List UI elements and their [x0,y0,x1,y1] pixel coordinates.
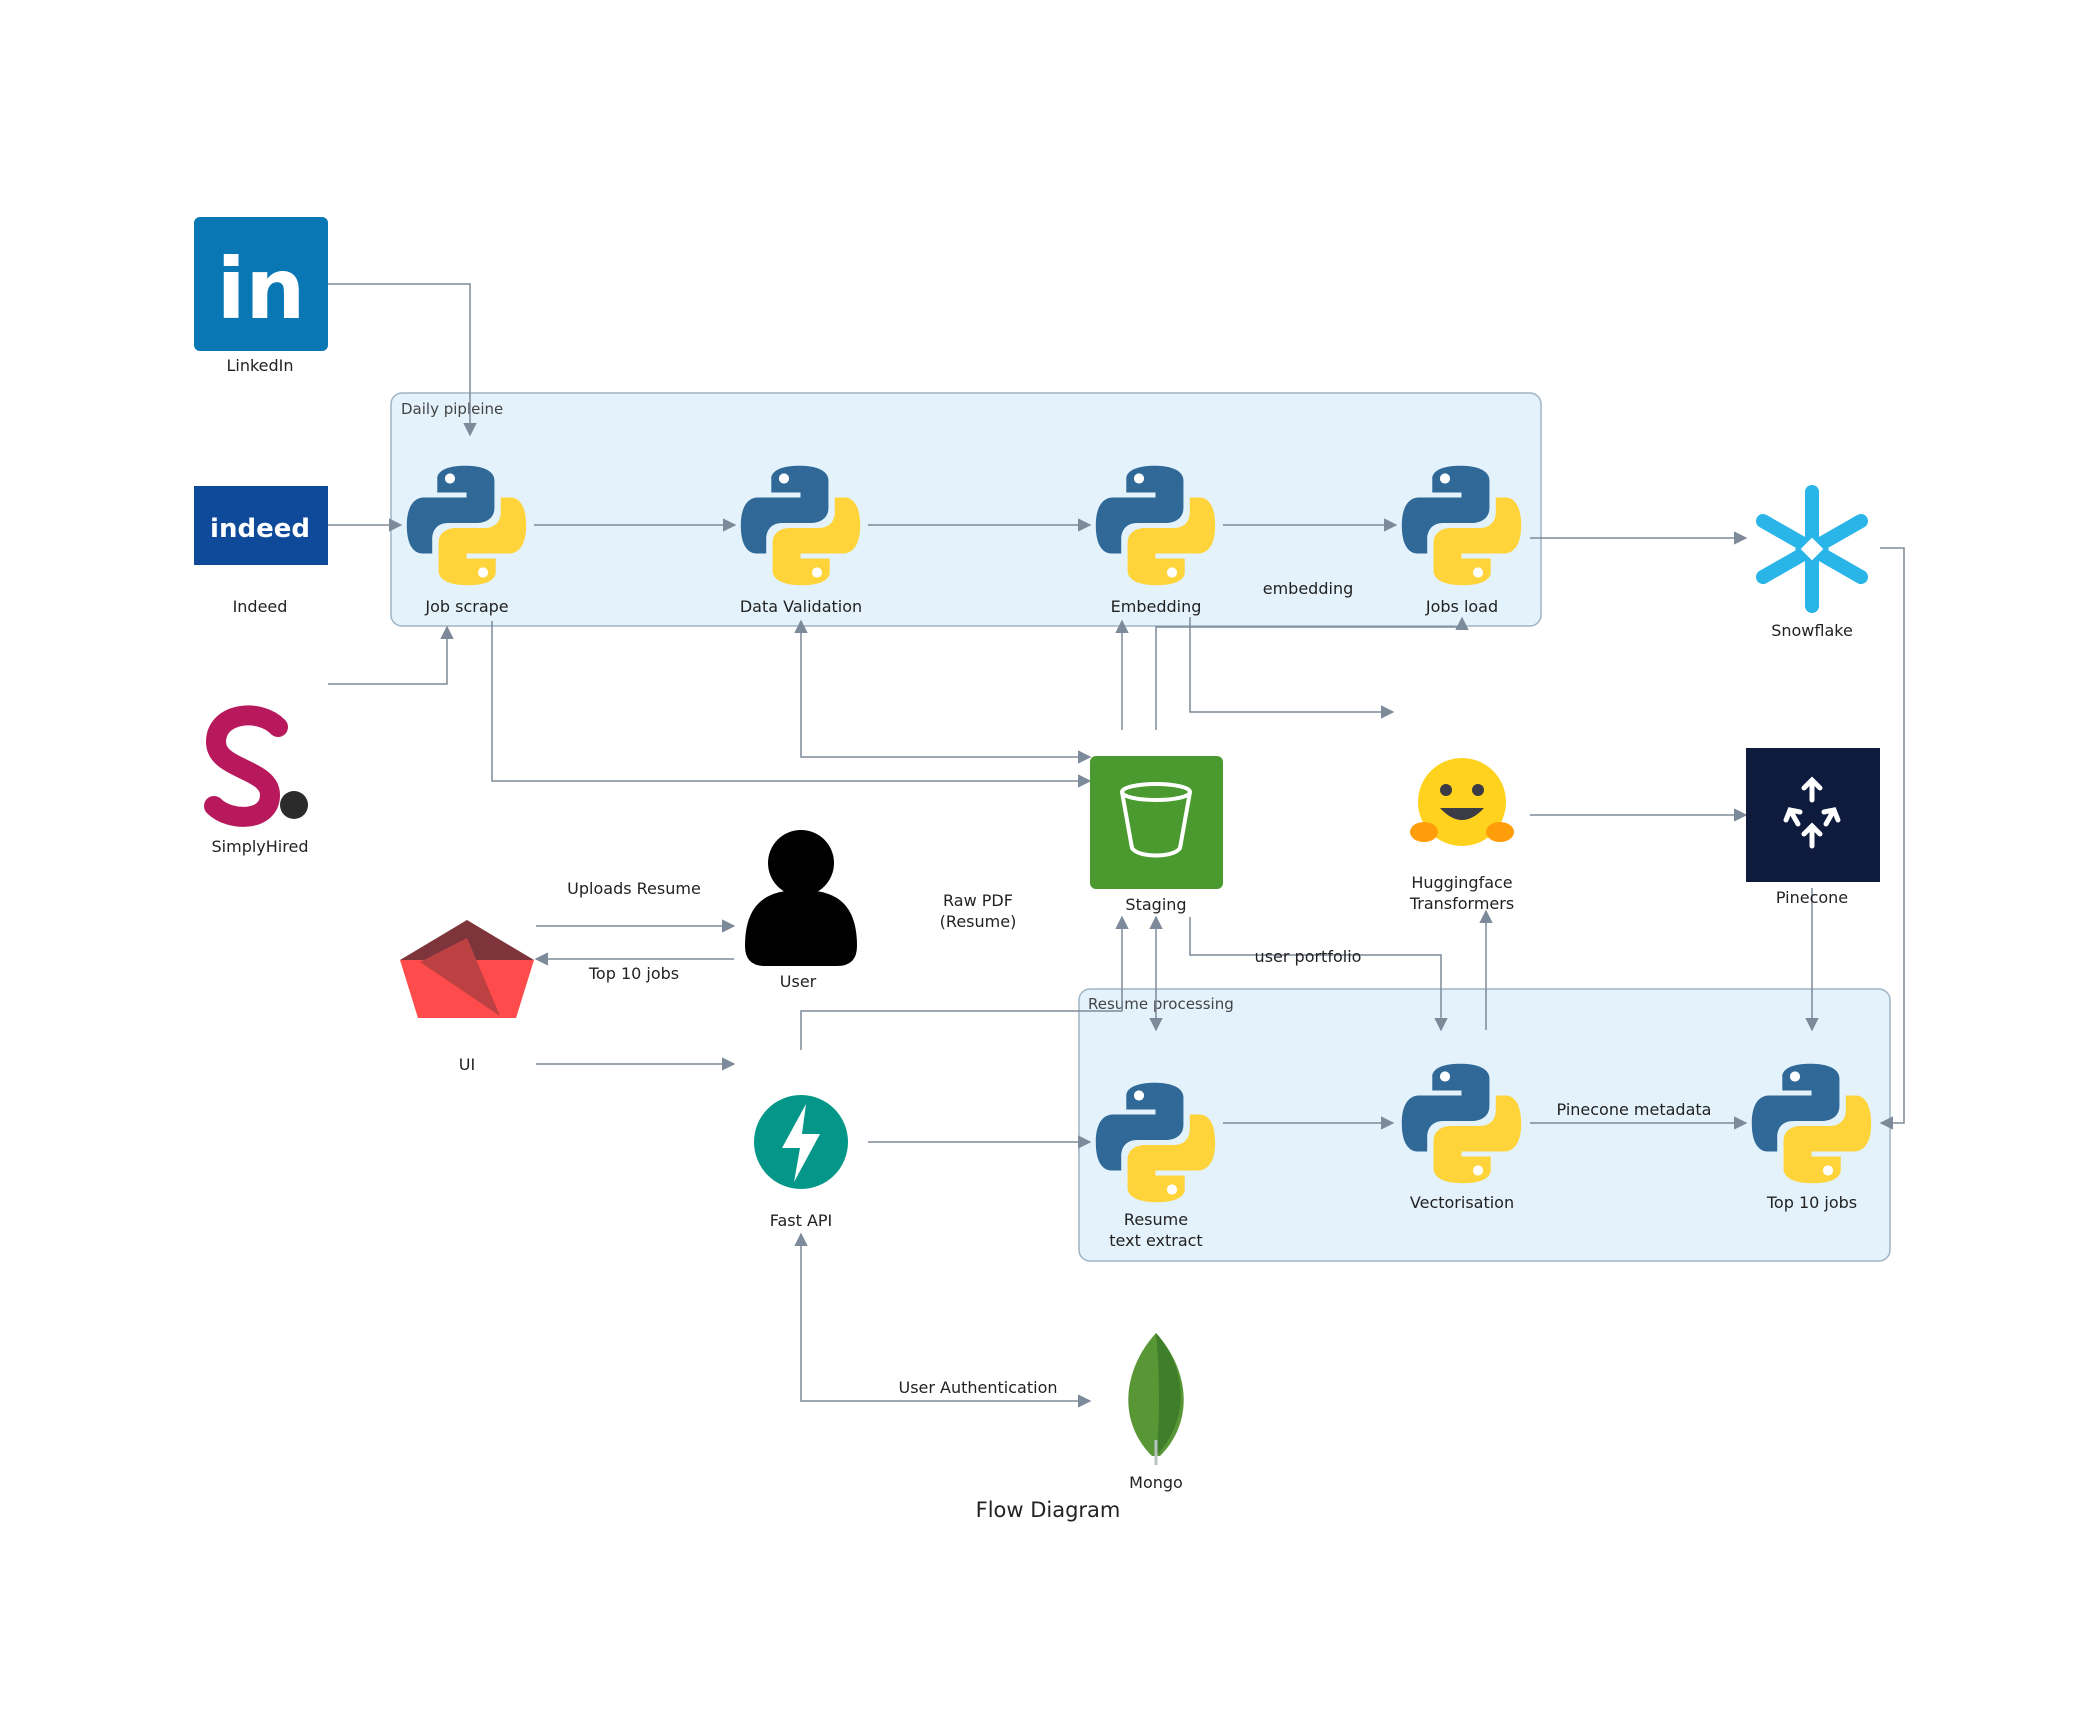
transformers-label: Transformers [1409,894,1514,913]
user-node[interactable]: User [745,830,857,991]
embedding-node[interactable]: Embedding [1095,465,1216,616]
simplyhired-icon [204,705,288,827]
top10-label: Top 10 jobs [1766,1193,1857,1212]
mongo-label: Mongo [1129,1473,1183,1492]
daily-pipeline-label: Daily pipleine [401,400,503,418]
bucket-icon [1090,756,1223,889]
user-label: User [780,972,817,991]
fastapi-label: Fast API [770,1211,833,1230]
fastapi-node[interactable]: Fast API [754,1095,848,1230]
pinecone-icon [1746,748,1880,882]
edge-linkedin-jobscrape [328,283,477,437]
resume-extract-label-2: text extract [1109,1231,1202,1250]
jobs-load-label: Jobs load [1425,597,1498,616]
user-icon [745,830,857,966]
data-validation-label: Data Validation [740,597,862,616]
edge-label-pinecone-metadata: Pinecone metadata [1557,1100,1712,1119]
edge-label-raw-pdf-2: (Resume) [940,912,1017,931]
streamlit-icon [400,920,534,1018]
jobs-load-node[interactable]: Jobs load [1401,465,1522,616]
edge-mongo-fastapi [794,1232,1092,1408]
resume-extract-label: Resume [1124,1210,1188,1229]
edge-label-top10-jobs: Top 10 jobs [588,964,679,983]
huggingface-icon [1418,758,1506,846]
edge-label-user-auth: User Authentication [898,1378,1057,1397]
simplyhired-label: SimplyHired [212,837,309,856]
edge-staging-vectorisation [1189,917,1448,1032]
vectorisation-label: Vectorisation [1410,1193,1514,1212]
embedding-label: Embedding [1111,597,1202,616]
huggingface-node[interactable]: Huggingface Transformers [1409,758,1514,913]
mongo-node[interactable]: Mongo [1128,1333,1184,1492]
vectorisation-node[interactable]: Vectorisation [1401,1063,1522,1212]
indeed-label: Indeed [233,597,288,616]
staging-node[interactable]: Staging [1090,756,1223,914]
daily-pipeline-group: Daily pipleine [390,392,1542,627]
edge-label-uploads-resume: Uploads Resume [567,879,701,898]
snowflake-node[interactable]: Snowflake [1756,485,1868,640]
edge-embedding-hf [1189,617,1395,719]
mongodb-leaf-icon [1128,1333,1184,1465]
data-validation-node[interactable]: Data Validation [740,465,862,616]
resume-extract-node[interactable]: Resume text extract [1095,1082,1216,1250]
snowflake-label: Snowflake [1771,621,1853,640]
edge-jobscrape-staging [491,621,1092,788]
edge-fastapi-staging [800,915,1129,1050]
edge-staging-jobsload [1155,616,1469,730]
edge-snowflake-top10 [1879,547,1905,1130]
pinecone-node[interactable]: Pinecone [1746,748,1880,907]
edge-staging-validation [794,619,1092,764]
huggingface-label: Huggingface [1411,873,1512,892]
edge-label-embedding: embedding [1263,579,1353,598]
indeed-icon [194,486,328,565]
simplyhired-node[interactable]: SimplyHired [204,705,309,856]
edge-label-user-portfolio: user portfolio [1255,947,1362,966]
indeed-logo-text: indeed [210,514,310,544]
edge-simplyhired-jobscrape [328,625,454,685]
pinecone-label: Pinecone [1776,888,1848,907]
edge-label-raw-pdf: Raw PDF [943,891,1013,910]
ui-label: UI [459,1055,475,1074]
staging-label: Staging [1125,895,1186,914]
job-scrape-label: Job scrape [424,597,508,616]
edges [328,283,1905,1408]
top10-node[interactable]: Top 10 jobs [1751,1063,1872,1212]
indeed-node[interactable]: indeed Indeed [194,486,328,616]
job-scrape-node[interactable]: Job scrape [406,465,527,616]
linkedin-logo-text: in [217,240,306,338]
ui-node[interactable]: UI [400,920,534,1074]
linkedin-node[interactable]: in LinkedIn [194,217,328,375]
linkedin-icon [194,217,328,351]
linkedin-label: LinkedIn [226,356,293,375]
diagram-title: Flow Diagram [976,1498,1121,1522]
